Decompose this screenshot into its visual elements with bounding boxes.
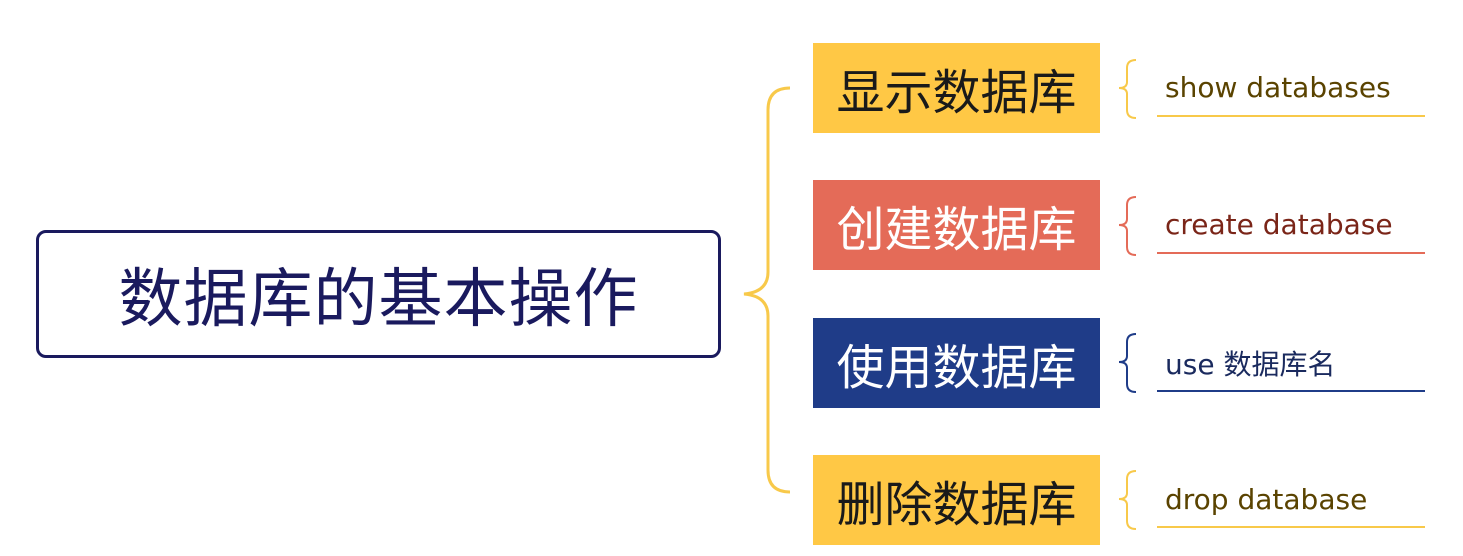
leaf-create-database: create database bbox=[1157, 204, 1425, 244]
leaf-bracket-3 bbox=[1118, 333, 1137, 393]
leaf-show-databases: show databases bbox=[1157, 67, 1425, 107]
main-bracket bbox=[743, 86, 791, 494]
branch-label: 创建数据库 bbox=[836, 202, 1077, 258]
branch-drop-database: 删除数据库 bbox=[813, 455, 1100, 545]
leaf-bracket-2 bbox=[1118, 196, 1137, 256]
branch-label: 显示数据库 bbox=[836, 65, 1077, 121]
leaf-command: drop database bbox=[1165, 482, 1368, 516]
leaf-command: show databases bbox=[1165, 70, 1391, 104]
branch-label: 使用数据库 bbox=[836, 340, 1077, 396]
branch-use-database: 使用数据库 bbox=[813, 318, 1100, 408]
root-node: 数据库的基本操作 bbox=[36, 230, 721, 358]
leaf-command: use 数据库名 bbox=[1165, 348, 1336, 381]
leaf-bracket-4 bbox=[1118, 470, 1137, 530]
branch-create-database: 创建数据库 bbox=[813, 180, 1100, 270]
root-title: 数据库的基本操作 bbox=[118, 263, 639, 337]
leaf-command: create database bbox=[1165, 207, 1393, 241]
leaf-bracket-1 bbox=[1118, 59, 1137, 119]
branch-label: 删除数据库 bbox=[836, 477, 1077, 533]
leaf-drop-database: drop database bbox=[1157, 479, 1425, 519]
leaf-use-database: use 数据库名 bbox=[1157, 343, 1425, 383]
branch-show-databases: 显示数据库 bbox=[813, 43, 1100, 133]
